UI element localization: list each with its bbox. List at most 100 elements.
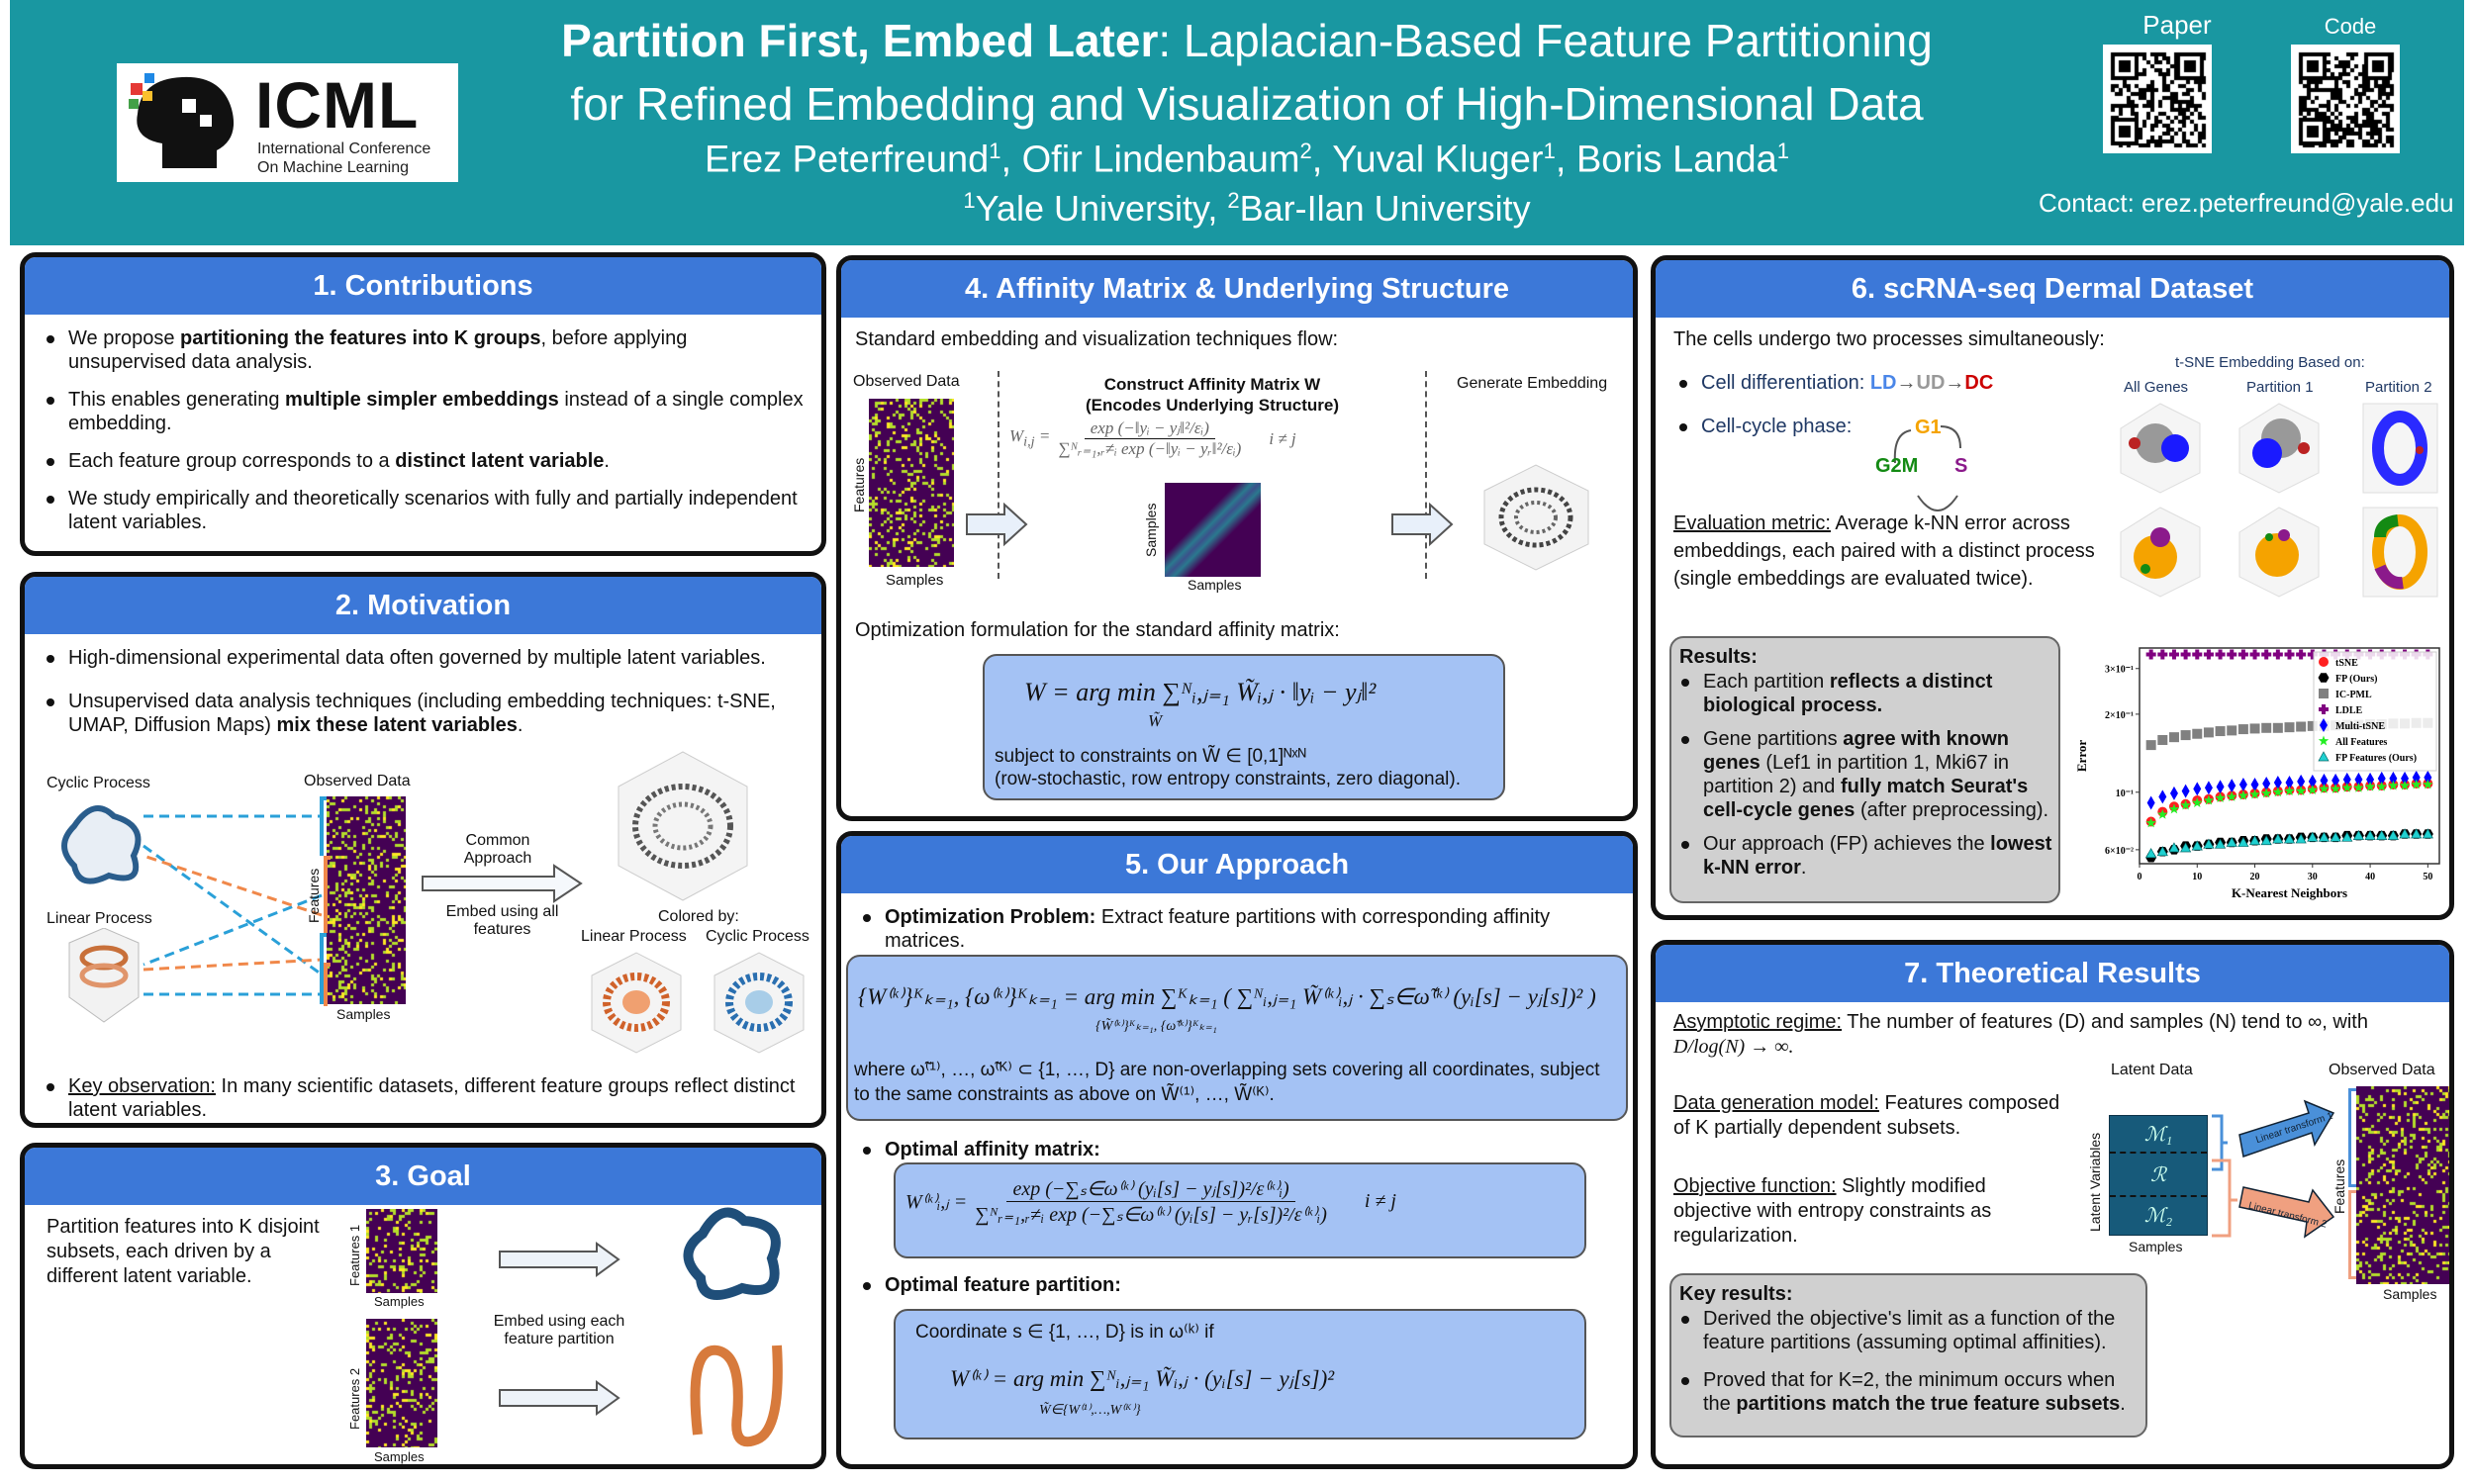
right-arrow-icon	[499, 1380, 620, 1416]
objective-text: Objective function: Slightly modified ob…	[1673, 1175, 1992, 1247]
affinity-formula: Wi,j = exp (−‖yᵢ − yⱼ‖²/εᵢ)∑ᴺᵣ₌₁,ᵣ≠ᵢ exp…	[1009, 418, 1296, 458]
legend-label: FP (Ours)	[2335, 674, 2378, 685]
goal-text: Partition features into K disjoint subse…	[47, 1216, 320, 1287]
panel-title: 7. Theoretical Results	[1656, 945, 2449, 1002]
colored-cyclic-label: Cyclic Process	[706, 928, 809, 945]
opt-formula: W = arg min ∑ᴺᵢ,ⱼ₌₁ W̃ᵢ,ⱼ · ‖yᵢ − yⱼ‖²	[1024, 678, 1377, 706]
data-point-fp-features-ours-	[2168, 842, 2180, 853]
data-point-fp-features-ours-	[2318, 831, 2331, 842]
contact-email[interactable]: Contact: erez.peterfreund@yale.edu	[2039, 188, 2454, 218]
embedding-3d-plot	[1483, 464, 1589, 571]
results-box: Results: Each partition reflects a disti…	[1669, 636, 2060, 903]
data-point-ldle	[2284, 649, 2295, 660]
data-point-fp-features-ours-	[2341, 831, 2353, 842]
data-point-multi-tsne	[2250, 778, 2259, 792]
list-item: Each partition reflects a distinct biolo…	[1675, 670, 2056, 717]
samples-label: Samples	[374, 1294, 425, 1309]
latent-matrix: ℳ₁ ℛ ℳ₂	[2109, 1115, 2208, 1236]
x-tick-label: 40	[2365, 872, 2375, 882]
data-point-multi-tsne	[2308, 774, 2317, 788]
data-point-multi-tsne	[2169, 786, 2178, 800]
list-item: Optimal affinity matrix:	[857, 1138, 1100, 1161]
list-item: Each feature group corresponds to a dist…	[41, 449, 808, 473]
data-point-ic-pml	[2272, 722, 2283, 733]
data-point-multi-tsne	[2342, 772, 2351, 787]
list-item: Derived the objective's limit as a funct…	[1675, 1307, 2145, 1354]
author: , Ofir Lindenbaum	[1000, 139, 1300, 181]
transform-arrows	[2212, 1099, 2335, 1239]
right-arrow-icon	[499, 1242, 620, 1277]
x-tick-label: 0	[2138, 872, 2142, 882]
legend-marker	[2319, 704, 2329, 714]
data-point-ldle	[2237, 649, 2248, 660]
list-item: We propose partitioning the features int…	[41, 326, 808, 374]
data-point-ic-pml	[2261, 722, 2272, 733]
data-point-ic-pml	[2203, 727, 2214, 738]
construct-title: Construct Affinity Matrix W(Encodes Unde…	[1086, 375, 1339, 415]
generate-label: Generate Embedding	[1457, 375, 1608, 392]
legend-marker	[2318, 673, 2330, 683]
data-point-multi-tsne	[2331, 773, 2340, 788]
data-point-ldle	[2157, 649, 2168, 660]
features-label: Features	[851, 457, 867, 512]
panel-theory: 7. Theoretical Results Asymptotic regime…	[1651, 940, 2454, 1469]
poster-title-line2: for Refined Embedding and Visualization …	[570, 78, 1924, 130]
x-tick-label: 30	[2308, 872, 2318, 882]
main-under: {W̃⁽ᵏ⁾}ᴷₖ₌₁, {ω̃⁽ᵏ⁾}ᴷₖ₌₁	[1095, 1019, 1217, 1034]
list-item: Optimal feature partition:	[857, 1273, 1121, 1297]
authors: Erez Peterfreund1, Ofir Lindenbaum2, Yuv…	[426, 139, 2068, 182]
data-point-all-features	[2295, 786, 2307, 796]
panel-scrna: 6. scRNA-seq Dermal Dataset The cells un…	[1651, 255, 2454, 920]
qr-code-paper[interactable]	[2103, 45, 2212, 153]
qr-code-code[interactable]	[2291, 45, 2400, 153]
partition-under: W̃∈{W⁽¹⁾,…,W⁽ᴷ⁾}	[1039, 1403, 1141, 1418]
list-item: Cell differentiation: LD→UD→DC	[1673, 371, 1993, 395]
data-point-multi-tsne	[2389, 771, 2398, 786]
list-item: Optimization Problem: Extract feature pa…	[857, 905, 1619, 953]
panel-title: 5. Our Approach	[841, 836, 1633, 893]
observed-heatmap	[2356, 1086, 2449, 1284]
main-formula: {W⁽ᵏ⁾}ᴷₖ₌₁, {ω⁽ᵏ⁾}ᴷₖ₌₁ = arg min ∑ᴷₖ₌₁ (…	[858, 984, 1596, 1009]
data-point-all-features	[2423, 779, 2433, 789]
data-point-multi-tsne	[2204, 781, 2213, 795]
legend-label: All Features	[2335, 737, 2387, 748]
main-formula-box: {W⁽ᵏ⁾}ᴷₖ₌₁, {ω⁽ᵏ⁾}ᴷₖ₌₁ = arg min ∑ᴷₖ₌₁ (…	[846, 955, 1628, 1121]
logo-line2: On Machine Learning	[257, 159, 409, 176]
legend-marker	[2318, 751, 2330, 762]
latent-vars-label: Latent Variables	[2087, 1132, 2103, 1232]
aff: Yale University,	[975, 188, 1228, 229]
tsne-partition1-diff	[2238, 403, 2320, 494]
data-point-fp-features-ours-	[2352, 829, 2365, 840]
data-point-ic-pml	[2237, 724, 2248, 735]
data-point-multi-tsne	[2146, 795, 2155, 810]
samples-label: Samples	[1188, 577, 1242, 593]
data-point-ic-pml	[2157, 734, 2168, 745]
qr-code-label: Code	[2324, 14, 2377, 39]
observed-data-heatmap	[327, 796, 406, 1004]
list-item: This enables generating multiple simpler…	[41, 388, 808, 435]
author: Erez Peterfreund	[704, 139, 990, 181]
m2-block: ℳ₂	[2143, 1205, 2173, 1227]
motivation-list: High-dimensional experimental data often…	[25, 634, 821, 737]
legend-label: Multi-tSNE	[2335, 721, 2385, 732]
list-item: Our approach (FP) achieves the lowest k-…	[1675, 832, 2056, 880]
data-point-ldle	[2296, 649, 2307, 660]
data-point-all-features	[2215, 792, 2226, 803]
affiliations: 1Yale University, 2Bar-Ilan University	[426, 188, 2068, 230]
data-point-fp-features-ours-	[2145, 848, 2157, 859]
legend-label: tSNE	[2335, 658, 2358, 669]
data-point-fp-features-ours-	[2272, 833, 2284, 844]
list-item: Key observation: In many scientific data…	[41, 1074, 808, 1122]
data-point-ldle	[2180, 649, 2191, 660]
data-point-all-features	[2307, 785, 2319, 794]
x-tick-label: 10	[2192, 872, 2202, 882]
author-aff: 1	[1543, 139, 1556, 163]
opt-under: W̃	[1148, 711, 1163, 730]
right-arrow-icon	[422, 864, 583, 903]
opt-intro: Optimization formulation for the standar…	[855, 619, 1340, 641]
panel-motivation: 2. Motivation High-dimensional experimen…	[20, 572, 826, 1128]
legend-box	[2313, 651, 2437, 772]
icml-head-icon	[129, 73, 235, 168]
panel-title: 3. Goal	[25, 1148, 821, 1205]
data-point-multi-tsne	[2424, 770, 2432, 785]
